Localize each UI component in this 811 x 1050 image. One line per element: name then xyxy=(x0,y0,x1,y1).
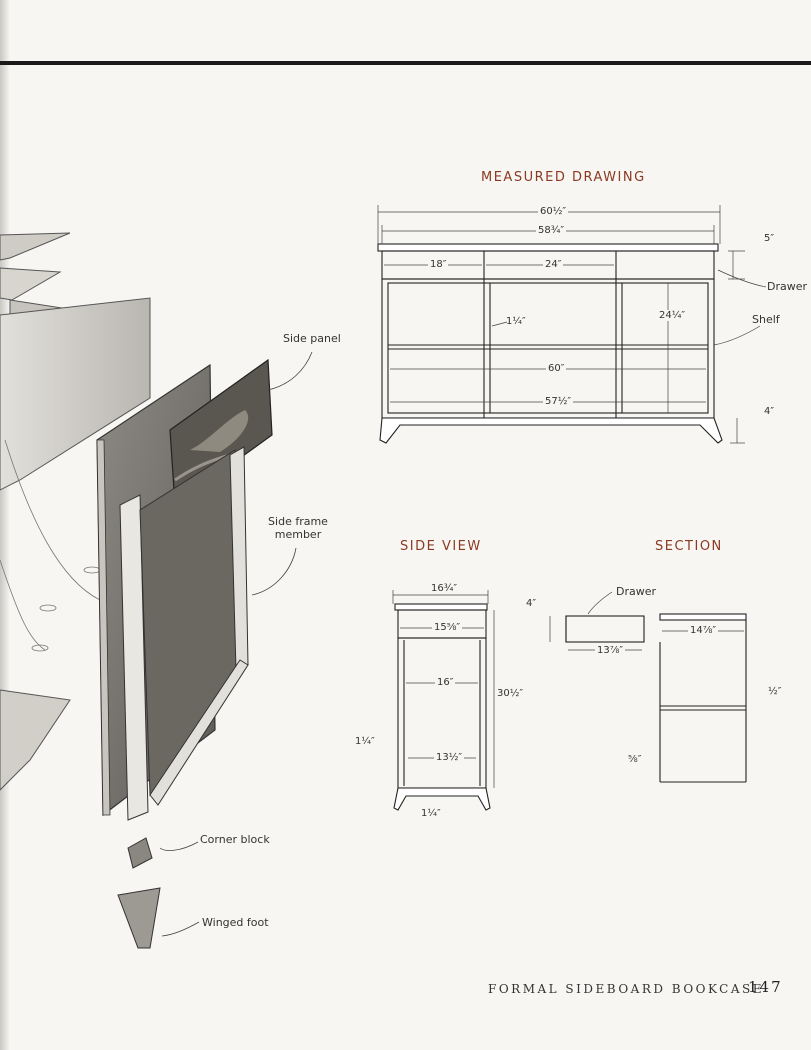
dim-inner-depth: 16″ xyxy=(435,677,456,688)
dim-base-height: 4″ xyxy=(764,406,775,417)
winged-foot-shape xyxy=(117,887,161,949)
dim-shelf-width: 60″ xyxy=(546,363,567,374)
drawer-front-board xyxy=(169,358,273,507)
dim-shelf-thickness: ½″ xyxy=(768,686,782,697)
corner-block-shape xyxy=(127,837,153,869)
dim-left-drawer: 18″ xyxy=(428,259,449,270)
dim-case-width: 58¾″ xyxy=(536,225,567,236)
page-number: 147 xyxy=(748,978,783,996)
dim-bottom-depth: 13½″ xyxy=(434,752,465,763)
winged-foot-label: Winged foot xyxy=(202,916,269,929)
dim-opening-height: 24¼″ xyxy=(657,310,688,321)
dim-stile: 1¼″ xyxy=(355,736,375,747)
dim-drawer-height: 4″ xyxy=(526,598,537,609)
dim-panel-thickness: ⅝″ xyxy=(628,754,642,765)
dim-overall-width: 60½″ xyxy=(538,206,569,217)
section-drawer-label: Drawer xyxy=(616,585,657,598)
dim-section-drawer-depth: 13⅞″ xyxy=(595,645,626,656)
shelf-boards xyxy=(0,232,151,791)
measured-drawing-title: MEASURED DRAWING xyxy=(481,170,646,185)
dim-drawer-depth: 15⅝″ xyxy=(432,622,463,633)
drawer-label: Drawer xyxy=(767,280,808,293)
section-title: SECTION xyxy=(655,539,723,554)
corner-block-label: Corner block xyxy=(200,833,270,846)
page-gutter-shade xyxy=(0,0,10,1050)
running-footer: FORMAL SIDEBOARD BOOKCASE xyxy=(488,982,764,996)
dim-center-drawer: 24″ xyxy=(543,259,564,270)
dim-divider: 1¼″ xyxy=(506,316,526,327)
dim-foot: 1¼″ xyxy=(421,808,441,819)
shelf-label: Shelf xyxy=(752,313,780,326)
dim-side-height: 30½″ xyxy=(497,688,524,699)
header-rule xyxy=(0,61,811,65)
dim-shelf-depth: 14⅞″ xyxy=(688,625,719,636)
side-frame-member-label: Side frame member xyxy=(268,515,328,541)
dim-bottom-width: 57½″ xyxy=(543,396,574,407)
dim-top-height: 5″ xyxy=(764,233,775,244)
side-view-title: SIDE VIEW xyxy=(400,539,482,554)
side-frame-member xyxy=(119,446,249,821)
side-panel-label: Side panel xyxy=(283,332,341,345)
dim-top-depth: 16¾″ xyxy=(431,583,458,594)
